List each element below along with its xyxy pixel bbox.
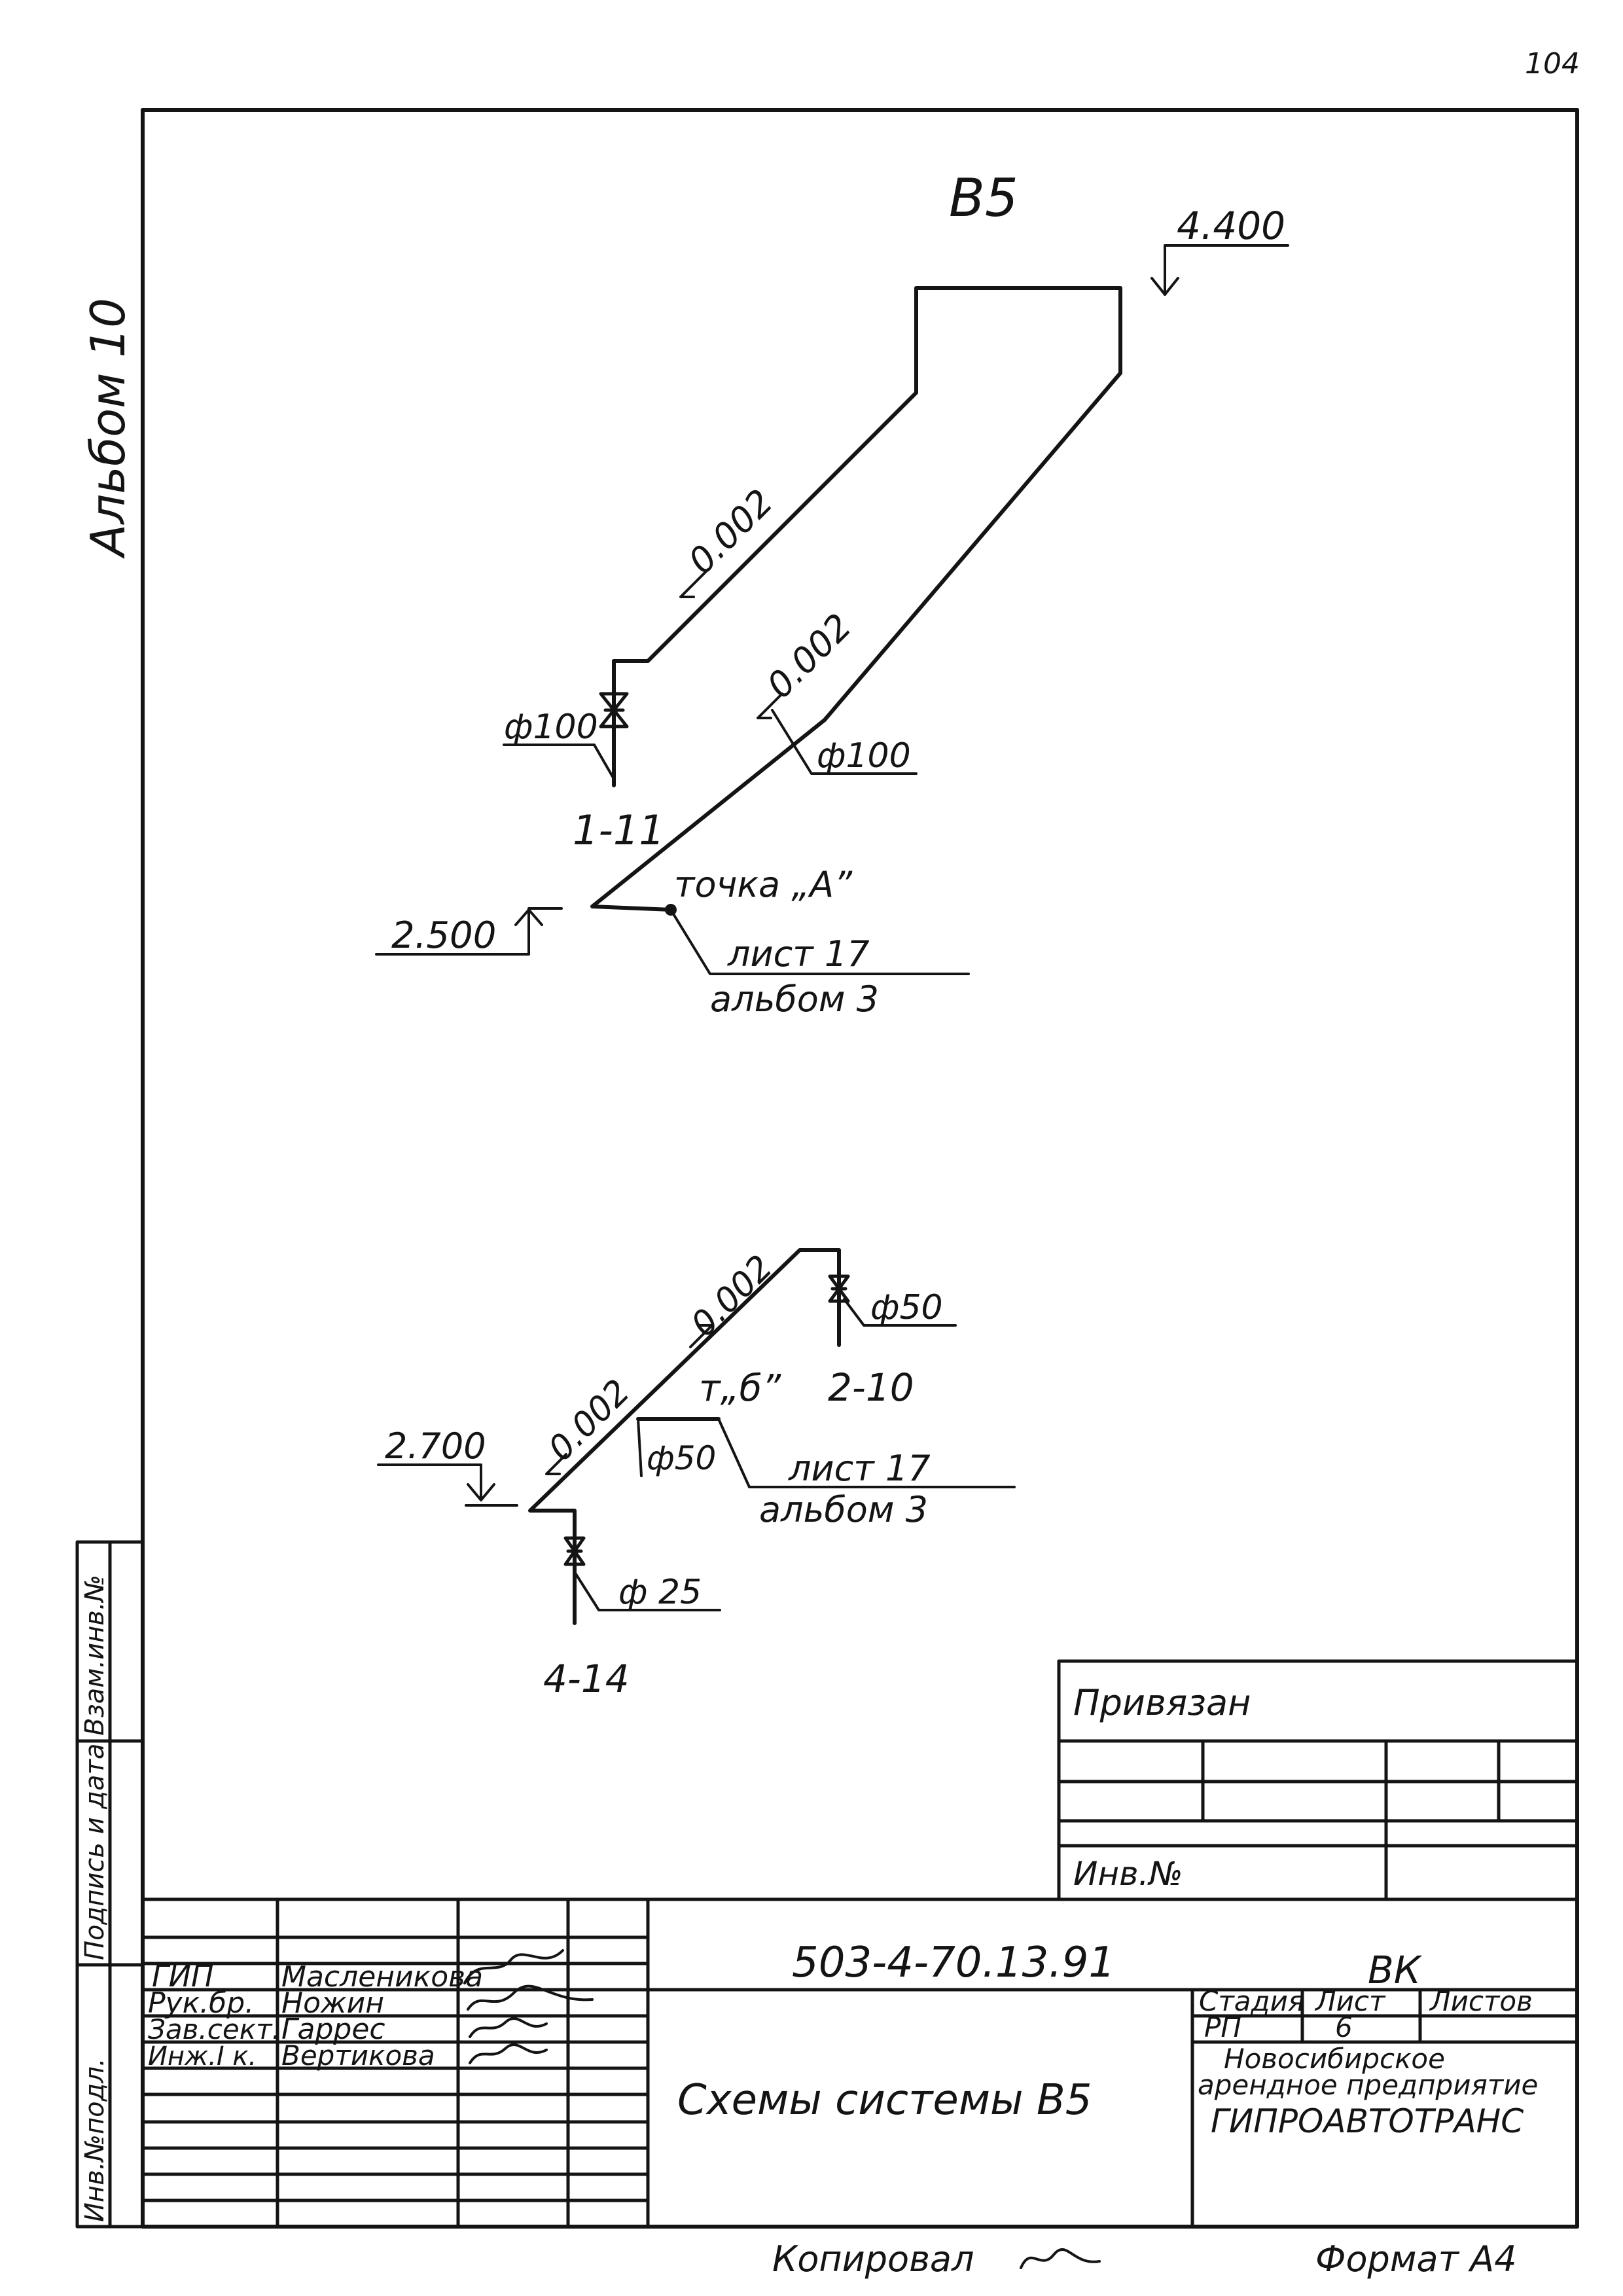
lower-elev-leader	[377, 1463, 482, 1500]
stamp-role-1: Рук.бр.	[148, 1986, 254, 2020]
upper-scheme: 4.400 0.002 0.002 ф100 1-11 ф100 2.500 т…	[375, 204, 1289, 1020]
org-line3: ГИПРОАВТОТРАНС	[1211, 2102, 1524, 2140]
stamp-name-2: Гаррес	[281, 2013, 385, 2046]
title-block	[141, 1897, 1579, 2229]
lower-valve-2-icon	[563, 1536, 586, 1566]
lower-slope-up-arrow	[689, 1324, 713, 1348]
stamp-role-3: Инж.I к.	[148, 2041, 257, 2072]
upper-elev-bottom: 2.500	[391, 914, 496, 957]
privyazan-block	[1057, 1659, 1579, 1901]
lower-slope-down-arrow	[545, 1453, 567, 1475]
system-title: В5	[949, 168, 1018, 228]
lower-ref-album: альбом 3	[759, 1489, 928, 1530]
stamp-name-3: Вертикова	[281, 2039, 435, 2072]
lower-valve-1-icon	[828, 1274, 850, 1303]
lower-dia-1: ф50	[870, 1288, 943, 1327]
lower-dia-3-leader	[575, 1573, 721, 1611]
upper-valve-icon	[599, 692, 629, 728]
side-stamp-replace: Взам.инв.№	[80, 1575, 110, 1736]
sheet-frame	[141, 108, 1579, 2229]
drawing-title: Схемы системы В5	[677, 2076, 1092, 2125]
privyazan-inv: Инв.№	[1073, 1855, 1183, 1893]
format-label: Формат А4	[1315, 2238, 1517, 2280]
lower-elev: 2.700	[385, 1426, 486, 1467]
side-stamp: Инв.№подл. Подпись и дата Взам.инв.№	[75, 1540, 145, 2229]
upper-elev-top-leader	[1164, 244, 1289, 296]
lower-ref-sheet: лист 17	[788, 1448, 931, 1489]
col-stage-label: Стадия	[1199, 1985, 1304, 2017]
upper-slope-2-arrow	[757, 692, 783, 719]
side-stamp-signature: Подпись и дата	[80, 1744, 110, 1960]
stamp-name-1: Ножин	[281, 1986, 384, 2020]
copied-by-signature	[1020, 2248, 1101, 2269]
stage-value: РП	[1204, 2011, 1241, 2043]
privyazan-title: Привязан	[1073, 1682, 1251, 1723]
stamp-name-0: Масленикова	[281, 1960, 483, 1994]
signature-2	[469, 2017, 548, 2038]
copied-by: Копировал	[772, 2238, 974, 2280]
lower-dia-2-leader	[637, 1418, 643, 1477]
doc-code: 503-4-70.13.91	[792, 1939, 1115, 1987]
lower-point: т„б”	[699, 1367, 781, 1410]
corner-mark: 104	[1525, 47, 1580, 81]
upper-point: точка „А”	[674, 864, 853, 905]
org-line2: арендное предприятие	[1198, 2069, 1538, 2101]
stamp-signatures	[463, 1949, 594, 2064]
col-sheet-label: Лист	[1314, 1985, 1386, 2017]
org-line1: Новосибирское	[1224, 2043, 1445, 2075]
signature-1	[467, 1984, 594, 2011]
upper-dia-2-leader	[771, 709, 918, 775]
signature-0	[463, 1949, 564, 1984]
upper-ref-sheet: лист 17	[727, 933, 870, 975]
upper-elev-top-arrow	[1150, 277, 1179, 296]
lower-node-1: 2-10	[828, 1365, 914, 1410]
lower-pipe-main	[528, 1248, 841, 1625]
sheet-value: 6	[1335, 2011, 1353, 2043]
lower-scheme: ф50 2-10 0.002 0.002 т„б” ф50 лист 17 ал…	[377, 1247, 1016, 1701]
upper-ref-album: альбом 3	[710, 978, 879, 1020]
stamp-names: Масленикова Ножин Гаррес Вертикова	[281, 1960, 483, 2072]
upper-slope-1: 0.002	[681, 481, 781, 582]
upper-dia-1: ф100	[504, 708, 598, 747]
lower-ref-leader	[717, 1418, 1016, 1488]
album-label: Альбом 10	[80, 298, 135, 559]
side-stamp-inv: Инв.№подл.	[80, 2058, 110, 2222]
section-code: ВК	[1368, 1948, 1423, 1992]
lower-dia-3: ф 25	[618, 1573, 702, 1612]
signature-3	[469, 2043, 548, 2064]
lower-node-2: 4-14	[543, 1657, 630, 1701]
lower-dia-1-leader	[843, 1298, 957, 1327]
upper-dia-2: ф100	[817, 736, 911, 776]
upper-ref-leader	[669, 908, 970, 975]
lower-slope-up: 0.002	[684, 1247, 781, 1344]
upper-elev-bottom-arrow	[514, 908, 543, 926]
stamp-roles: ГИП Рук.бр. Зав.сект. Инж.I к.	[148, 1958, 281, 2072]
upper-slope-2: 0.002	[759, 605, 860, 706]
lower-dia-2: ф50	[647, 1439, 716, 1477]
upper-elev-top: 4.400	[1177, 204, 1285, 248]
stamp-role-0: ГИП	[152, 1958, 214, 1994]
upper-slope-1-arrow	[679, 568, 709, 598]
stamp-role-2: Зав.сект.	[148, 2013, 281, 2045]
upper-dia-1-leader	[503, 744, 615, 780]
upper-pipe-main	[590, 286, 1122, 912]
upper-node: 1-11	[573, 806, 665, 854]
upper-elev-bottom-leader	[375, 907, 563, 956]
lower-elev-arrow	[467, 1483, 495, 1501]
col-sheets-label: Листов	[1429, 1985, 1533, 2017]
